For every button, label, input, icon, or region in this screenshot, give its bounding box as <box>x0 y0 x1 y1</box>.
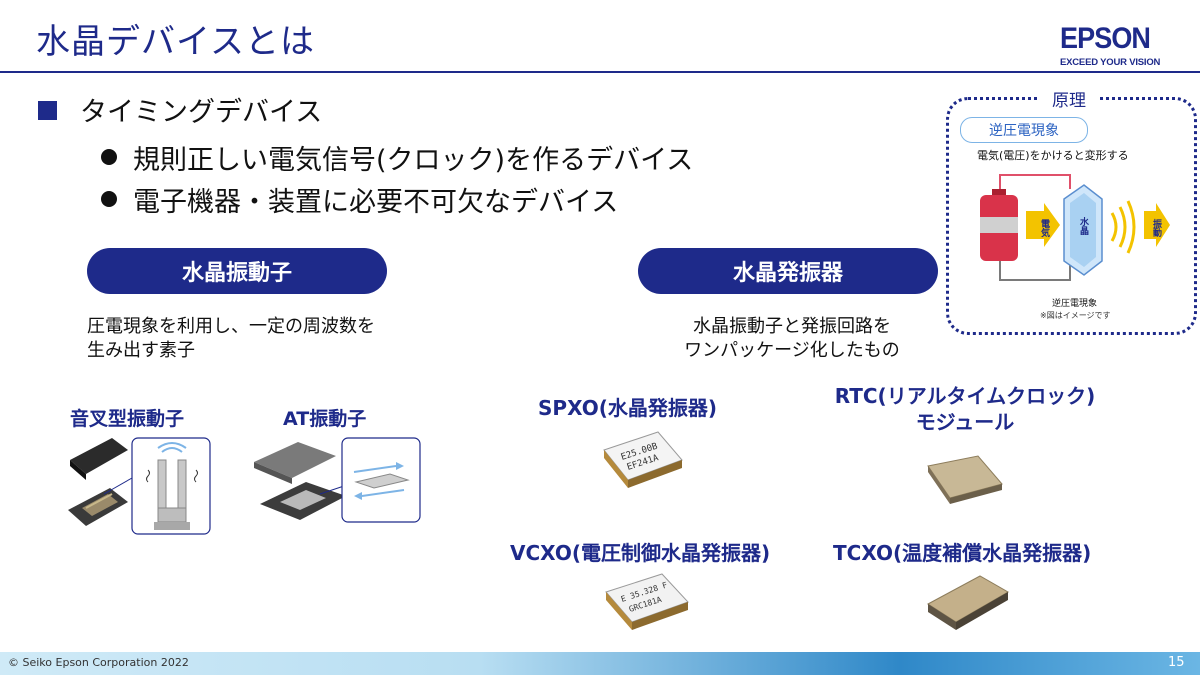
vcxo-label: VCXO(電圧制御水晶発振器) <box>510 541 771 565</box>
bullet-dot-icon <box>101 191 117 207</box>
wire-positive <box>999 174 1071 195</box>
inverse-piezo-diagram: 電気 水晶 振動 <box>980 174 1170 281</box>
inverse-piezo-pill: 逆圧電現象 <box>960 117 1088 143</box>
resonator-desc-line: 圧電現象を利用し、一定の周波数を <box>87 316 375 337</box>
epson-logo: EPSON EXCEED YOUR VISION <box>1060 22 1175 69</box>
tcxo-chip-image <box>927 575 1010 630</box>
at-cut-image <box>254 437 421 523</box>
rtc-label-line: モジュール <box>915 410 1015 434</box>
rtc-label-line: RTC(リアルタイムクロック) <box>834 384 1096 408</box>
logo-word: EPSON <box>1060 22 1151 55</box>
battery-icon <box>980 189 1018 261</box>
tuning-fork-label: 音叉型振動子 <box>70 408 185 430</box>
heading-square-icon <box>38 101 57 120</box>
diagram-caption: 逆圧電現象 <box>1052 299 1098 309</box>
vibration-waves-icon <box>1110 200 1136 254</box>
tuning-fork-element <box>146 442 198 530</box>
electric-arrow-icon <box>1026 203 1060 247</box>
at-cut-element <box>353 462 410 500</box>
oscillator-desc-line: ワンパッケージ化したもの <box>684 340 900 361</box>
spxo-chip-image: E25.00B EF241A <box>603 431 683 488</box>
inverse-piezo-description: 電気(電圧)をかけると変形する <box>977 149 1129 162</box>
wire-negative <box>999 255 1071 281</box>
resonator-description: 圧電現象を利用し、一定の周波数を 生み出す素子 <box>87 315 375 363</box>
crystal-icon <box>1063 184 1103 276</box>
resonator-pill: 水晶振動子 <box>87 248 387 294</box>
principle-title: 原理 <box>1040 86 1098 111</box>
page-title: 水晶デバイスとは <box>36 22 315 62</box>
vibration-arrow-icon <box>1144 203 1170 247</box>
copyright-text: © Seiko Epson Corporation 2022 <box>8 656 189 669</box>
at-cut-package <box>254 442 346 520</box>
crystal-tag: 水晶 <box>1078 216 1089 236</box>
oscillator-desc-line: 水晶振動子と発振回路を <box>693 316 891 337</box>
page-number: 15 <box>1168 655 1185 670</box>
arrow-tag-electric-0: 電気 <box>1039 219 1050 238</box>
logo-tagline: EXCEED YOUR VISION <box>1060 57 1161 68</box>
tuning-fork-package <box>68 438 128 526</box>
rtc-label: RTC(リアルタイムクロック) モジュール <box>800 383 1130 435</box>
tcxo-label: TCXO(温度補償水晶発振器) <box>833 541 1092 565</box>
section-heading: タイミングデバイス <box>80 97 323 128</box>
oscillator-pill: 水晶発振器 <box>638 248 938 294</box>
tuning-fork-image <box>68 437 211 535</box>
bullet-dot-icon <box>101 149 117 165</box>
bullet-item: 規則正しい電気信号(クロック)を作るデバイス <box>133 145 694 176</box>
tuning-fork-zoom-box <box>131 437 211 535</box>
rtc-module-image <box>927 455 1003 504</box>
arrow-tag-vibration: 振動 <box>1151 218 1162 238</box>
resonator-desc-line: 生み出す素子 <box>87 340 195 361</box>
vcxo-chip-image: E 35.328 F GRC181A <box>605 573 689 630</box>
bullet-item: 電子機器・装置に必要不可欠なデバイス <box>133 187 619 218</box>
spxo-label: SPXO(水晶発振器) <box>538 396 718 420</box>
footer-bar <box>0 652 1200 675</box>
oscillator-description: 水晶振動子と発振回路を ワンパッケージ化したもの <box>672 315 912 363</box>
at-cut-label: AT振動子 <box>283 408 367 430</box>
title-divider <box>0 71 1200 73</box>
diagram-note: ※図はイメージです <box>1040 311 1111 320</box>
